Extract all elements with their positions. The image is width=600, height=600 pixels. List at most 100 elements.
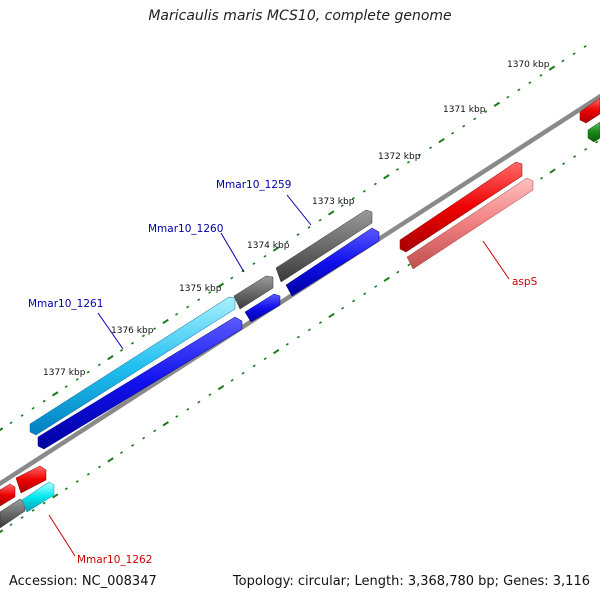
inner-tick-mark: [296, 335, 300, 339]
inner-tick-mark: [374, 285, 378, 288]
outer-tick-mark: [429, 146, 433, 150]
gene-label-mmar10-1260[interactable]: Mmar10_1260: [148, 223, 223, 235]
inner-tick-mark: [86, 472, 90, 476]
outer-tick-mark: [285, 240, 289, 244]
inner-tick-mark: [328, 312, 335, 319]
inner-tick-mark: [263, 357, 267, 361]
outer-tick-mark: [186, 305, 190, 309]
inner-tick-mark: [383, 276, 390, 282]
outer-tick-mark: [438, 137, 445, 144]
gene-mmar10-1261-blue-arrow[interactable]: [37, 316, 243, 450]
gene-left-red-arrow-1[interactable]: [0, 483, 16, 507]
gene-mmar10-1260-arrow[interactable]: [233, 275, 274, 310]
inner-tick-mark: [175, 415, 179, 418]
gene-left-cyan-arrow[interactable]: [21, 481, 55, 513]
inner-tick-mark: [142, 436, 146, 440]
inner-tick-mark: [352, 299, 356, 303]
inner-tick-mark: [197, 400, 201, 404]
inner-tick-mark: [52, 493, 59, 499]
kbp-label: 1372 kbp: [378, 152, 421, 162]
inner-tick-mark: [20, 516, 24, 519]
outer-tick-mark: [75, 377, 79, 381]
gene-left-red-arrow-2[interactable]: [15, 465, 47, 494]
outer-tick-mark: [217, 282, 225, 288]
gene-asps-pink-arrow[interactable]: [406, 177, 534, 270]
inner-tick-mark: [162, 421, 169, 427]
inner-tick-mark: [97, 465, 101, 469]
outer-tick-mark: [451, 131, 455, 135]
outer-tick-mark: [383, 174, 390, 180]
outer-tick-mark: [153, 327, 157, 331]
map-title: Maricaulis maris MCS10, complete genome: [148, 8, 452, 24]
gene-mmar10-1259-arrow[interactable]: [275, 209, 373, 283]
outer-tick-mark: [517, 88, 521, 92]
kbp-label: 1377 kbp: [43, 368, 86, 378]
inner-tick-mark: [217, 385, 225, 391]
inner-tick-mark: [549, 168, 556, 174]
gene-label-mmar10-1262[interactable]: Mmar10_1262: [77, 554, 152, 566]
genome-summary-text: Topology: circular; Length: 3,368,780 bp…: [232, 574, 590, 589]
outer-tick-mark: [307, 226, 311, 229]
outer-tick-mark: [272, 246, 280, 252]
kbp-label: 1376 kbp: [111, 326, 154, 336]
outer-tick-mark: [362, 189, 366, 193]
outer-tick-mark: [572, 52, 576, 56]
inner-tick-mark: [120, 451, 124, 454]
kbp-scale: 1370 kbp 1371 kbp 1372 kbp 1373 kbp 1374…: [43, 60, 550, 378]
kbp-label: 1373 kbp: [312, 197, 355, 207]
outer-tick-mark: [208, 291, 212, 294]
outer-tick-mark: [351, 197, 355, 200]
inner-tick-mark: [573, 155, 577, 158]
outer-tick-mark: [86, 370, 90, 374]
inner-tick-mark: [539, 176, 544, 180]
outer-tick-mark: [506, 95, 510, 99]
gene-right-red-arrow[interactable]: [579, 97, 600, 124]
inner-tick-mark: [64, 487, 68, 491]
kbp-label: 1375 kbp: [179, 284, 222, 294]
outer-tick-mark: [462, 124, 466, 128]
gene-mmar10-1259-blue-arrow[interactable]: [285, 227, 380, 297]
outer-tick-mark: [31, 406, 35, 410]
leader-line-mmar10-1262: [48, 514, 76, 557]
outer-tick-mark: [528, 81, 532, 85]
outer-tick-track: [0, 45, 587, 432]
outer-tick-mark: [373, 182, 377, 186]
inner-tick-mark: [31, 508, 35, 512]
outer-tick-mark: [20, 414, 24, 417]
inner-tick-mark: [186, 407, 190, 411]
inner-tick-mark: [407, 263, 411, 267]
gene-label-mmar10-1261[interactable]: Mmar10_1261: [28, 298, 103, 310]
reverse-strand-features: [0, 209, 373, 529]
inner-tick-mark: [42, 501, 46, 505]
inner-tick-mark: [285, 342, 289, 346]
outer-tick-mark: [473, 117, 477, 121]
kbp-label: 1370 kbp: [507, 60, 550, 70]
outer-tick-mark: [9, 421, 13, 425]
outer-tick-mark: [296, 233, 300, 236]
gene-label-mmar10-1259[interactable]: Mmar10_1259: [216, 179, 291, 191]
outer-tick-mark: [406, 160, 411, 164]
gene-mmar10-1261-arrow[interactable]: [29, 296, 236, 436]
outer-tick-mark: [141, 334, 146, 338]
inner-tick-mark: [230, 379, 234, 382]
outer-tick-mark: [162, 318, 169, 325]
inner-tick-mark: [153, 429, 157, 433]
outer-tick-mark: [175, 312, 179, 316]
gene-right-green-arrow[interactable]: [587, 121, 600, 143]
inner-tick-mark: [75, 480, 79, 483]
gene-asps-red-arrow[interactable]: [399, 161, 523, 253]
outer-tick-mark: [51, 391, 59, 397]
outer-tick-mark: [327, 210, 335, 216]
gene-mmar10-1260-blue-arrow[interactable]: [244, 293, 281, 323]
inner-tick-mark: [241, 371, 245, 375]
inner-tick-mark: [131, 444, 135, 447]
leader-line-mmar10-1260: [220, 232, 245, 273]
inner-tick-mark: [396, 270, 400, 274]
gene-label-asps[interactable]: aspS: [512, 276, 538, 288]
inner-tick-mark: [252, 364, 256, 368]
inner-tick-mark: [307, 328, 311, 332]
inner-tick-mark: [341, 306, 345, 310]
inner-tick-mark: [273, 348, 280, 355]
inner-tick-mark: [584, 147, 588, 151]
